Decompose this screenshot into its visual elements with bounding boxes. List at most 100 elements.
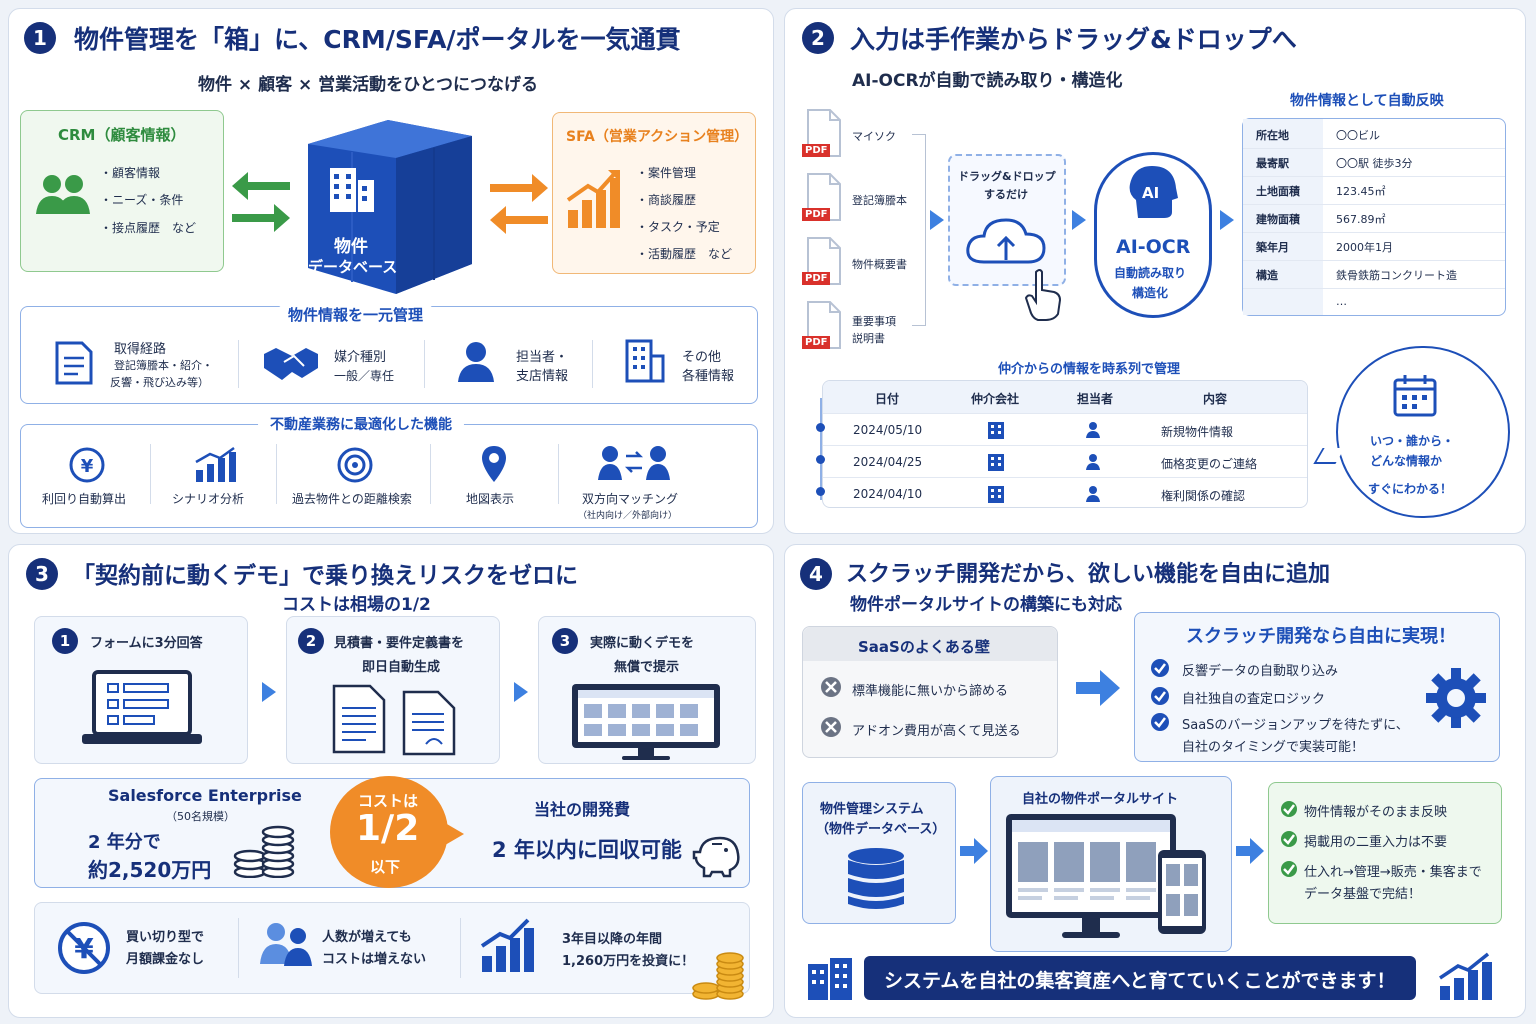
reflect-field-label: 最寄駅 [1256, 157, 1289, 170]
divider [424, 340, 425, 388]
reflect-field-value: … [1336, 295, 1347, 308]
check-circle-icon [1280, 800, 1298, 818]
table-row[interactable]: 2024/04/25 価格変更のご連絡 [823, 445, 1307, 476]
reflect-field-value: 567.89㎡ [1336, 213, 1386, 226]
panel-4-title: スクラッチ開発だから、欲しい機能を自由に追加 [846, 562, 1331, 587]
bubble-text: すぐにわかる！ [1368, 482, 1453, 496]
unified-item-title: 取得経路 [114, 342, 167, 357]
ai-head-icon [1126, 164, 1180, 220]
row-content: 価格変更のご連絡 [1161, 457, 1258, 471]
arrow-right-icon [1234, 836, 1266, 866]
reflect-row-divider [1243, 260, 1505, 261]
calendar-icon [1392, 372, 1438, 418]
timeline-title: 仲介からの情報を時系列で管理 [998, 362, 1181, 377]
ai-badge: AI [1142, 184, 1160, 202]
reflect-field-label: 建物面積 [1256, 213, 1300, 226]
x-circle-icon [820, 676, 842, 698]
saas-wall-title: SaaSのよくある壁 [858, 638, 990, 656]
step-label: 無償で提示 [614, 660, 680, 675]
panel-3-subtitle: コストは相場の1/2 [282, 595, 431, 615]
person-icon [456, 340, 496, 384]
no-yen-icon: ¥ [56, 920, 112, 976]
reflect-field-label: 構造 [1256, 269, 1278, 282]
crm-item: ・ニーズ・条件 [100, 193, 184, 207]
feature-label: シナリオ分析 [172, 492, 245, 506]
reflect-row-divider [1243, 288, 1505, 289]
scratch-item: 自社独自の査定ロジック [1182, 692, 1326, 707]
unified-item-detail: 支店情報 [516, 369, 569, 384]
check-circle-icon [1150, 658, 1170, 678]
sfa-title: SFA（営業アクション管理） [566, 129, 749, 145]
laptop-form-icon [80, 668, 204, 748]
person-icon [1085, 485, 1101, 503]
sync-arrows-icon [488, 170, 550, 234]
panel-2-title: 入力は手作業からドラッグ&ドロップへ [850, 25, 1297, 54]
divider [592, 340, 593, 388]
step-label: フォームに3分回答 [90, 636, 203, 651]
saas-wall-header [803, 627, 1057, 661]
portal-devices-icon [1004, 812, 1210, 942]
reflect-row-divider [1243, 148, 1505, 149]
buildings-icon [806, 956, 856, 1002]
panel-3-title: 「契約前に動くデモ」で乗り換えリスクをゼロに [72, 563, 578, 589]
documents-icon [330, 682, 460, 756]
reflect-field-value: 2000年1月 [1336, 241, 1393, 254]
step-number: 2 [298, 628, 324, 654]
ai-ocr-line: 自動読み取り [1114, 266, 1187, 280]
doc-label: 重要事項 [852, 315, 896, 328]
check-circle-icon [1280, 860, 1298, 878]
table-head: 仲介会社 [971, 392, 1020, 406]
building-icon [987, 484, 1005, 504]
unified-item-title: 媒介種別 [334, 350, 387, 365]
table-head: 担当者 [1077, 392, 1114, 406]
system-label: 物件管理システム [820, 802, 924, 817]
cost-half-l1: コストは [358, 792, 419, 810]
cube-label-1: 物件 [334, 237, 368, 257]
timeline-line [820, 398, 822, 500]
benefit-text: 買い切り型で [126, 930, 205, 945]
map-pin-icon [480, 444, 508, 484]
row-content: 権利関係の確認 [1161, 489, 1246, 503]
panel-1-subtitle: 物件 × 顧客 × 営業活動をひとつにつなげる [198, 75, 538, 95]
own-dev-value: 2 年以内に回収可能 [492, 838, 682, 862]
scratch-item: SaaSのバージョンアップを待たずに、 [1182, 718, 1409, 733]
divider [238, 340, 239, 388]
reflect-field-value: 〇〇駅 徒歩3分 [1336, 157, 1413, 170]
banner-text: システムを自社の集客資産へと育てていくことができます！ [884, 970, 1396, 992]
growth-chart-icon [1438, 952, 1496, 1002]
check-circle-icon [1150, 686, 1170, 706]
arrow-right-icon [930, 210, 944, 230]
step-number: 3 [552, 628, 578, 654]
pdf-tag: PDF [802, 144, 831, 157]
result-item-tail: データ基盤で完結！ [1304, 887, 1422, 902]
portal-title: 自社の物件ポータルサイト [1022, 792, 1179, 807]
feature-label: 双方向マッチング [582, 492, 679, 506]
unified-title: 物件情報を一元管理 [276, 304, 436, 325]
benefits-box [34, 902, 750, 994]
divider [558, 444, 559, 504]
bubble-text: どんな情報か [1370, 454, 1443, 468]
results-box [1268, 782, 1502, 924]
divider [150, 444, 151, 504]
drop-label: ドラッグ&ドロップ [958, 170, 1056, 183]
feature-label: 過去物件との距離検索 [292, 492, 412, 506]
arrow-right-icon [1074, 668, 1122, 708]
pdf-tag: PDF [802, 208, 831, 221]
panel-2-number: 2 [802, 22, 834, 54]
doc-label: 登記簿謄本 [852, 194, 907, 207]
unified-item-detail: 一般／専任 [334, 369, 395, 383]
users-icon [258, 920, 314, 968]
row-date: 2024/04/25 [853, 455, 923, 469]
saas-wall-item: アドオン費用が高くて見送る [852, 724, 1021, 739]
ai-ocr-line: 構造化 [1132, 286, 1169, 300]
gold-coins-icon [690, 946, 746, 1002]
cloud-upload-icon [964, 212, 1048, 268]
crm-title: CRM（顧客情報） [58, 126, 186, 144]
reflect-row-divider [1243, 204, 1505, 205]
own-dev-title: 当社の開発費 [534, 800, 631, 819]
ai-ocr-title: AI-OCR [1116, 236, 1191, 258]
check-circle-icon [1150, 712, 1170, 732]
